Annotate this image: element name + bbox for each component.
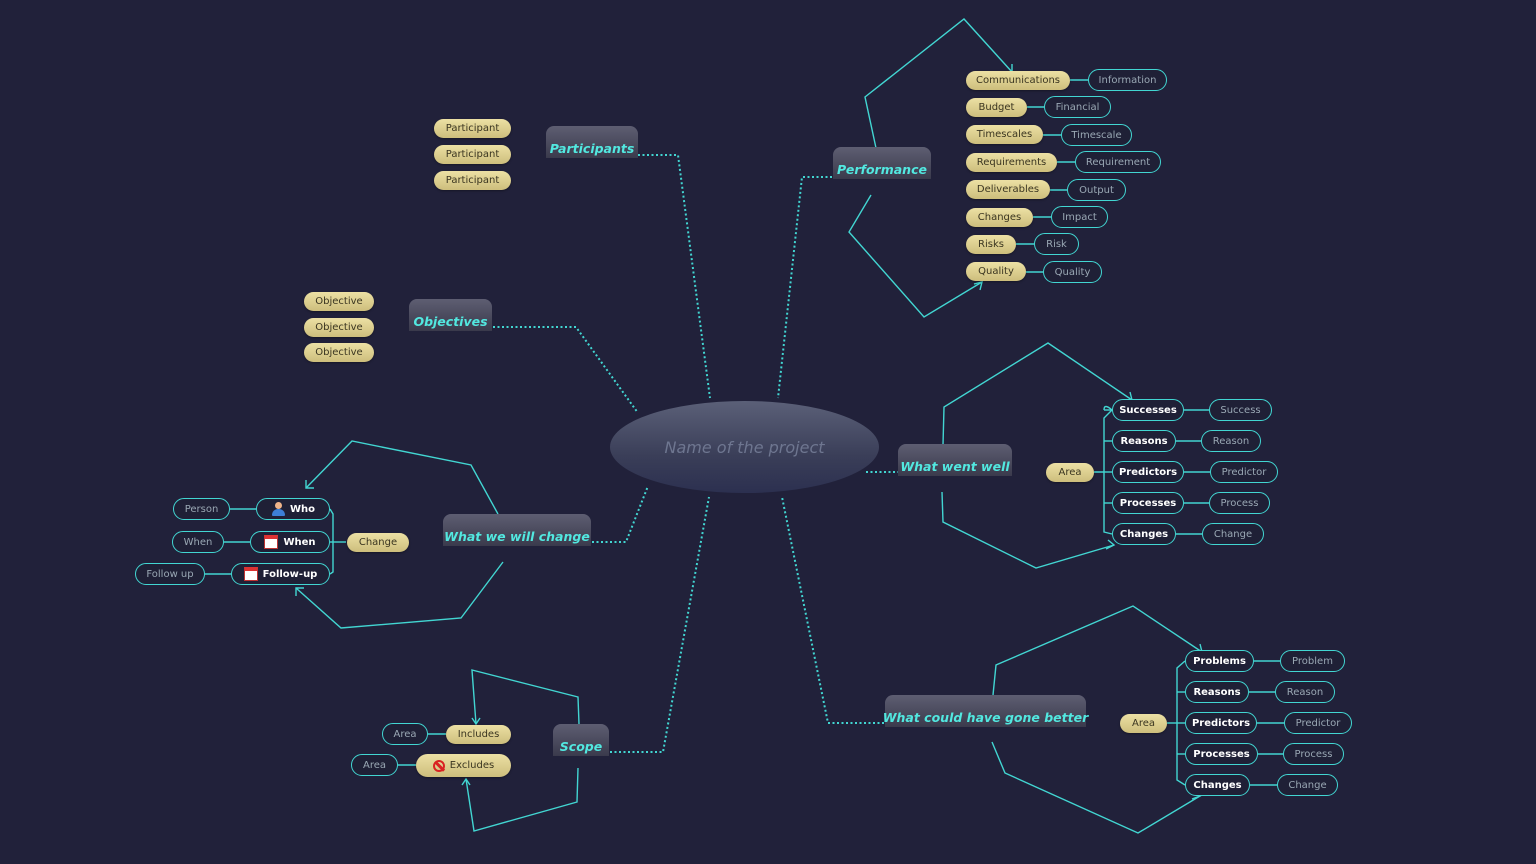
objective-pill[interactable]: Objective (304, 292, 374, 311)
performance-item[interactable]: Budget (966, 98, 1027, 117)
better-detail[interactable]: Problem (1280, 650, 1345, 672)
change-item-who[interactable]: Who (256, 498, 330, 520)
change-item-follow-up[interactable]: Follow-up (231, 563, 330, 585)
better-detail[interactable]: Change (1277, 774, 1338, 796)
loop-performance (864, 18, 1013, 149)
connector-scope (610, 496, 710, 753)
performance-item[interactable]: Changes (966, 208, 1033, 227)
performance-detail[interactable]: Impact (1051, 206, 1108, 228)
branch-performance[interactable]: Performance (833, 147, 931, 179)
better-detail[interactable]: Predictor (1284, 712, 1352, 734)
change-detail[interactable]: Follow up (135, 563, 205, 585)
better-item[interactable]: Reasons (1185, 681, 1249, 703)
participant-pill[interactable]: Participant (434, 171, 511, 190)
branch-what-went-well[interactable]: What went well (898, 444, 1012, 476)
participant-pill[interactable]: Participant (434, 119, 511, 138)
branch-scope[interactable]: Scope (553, 724, 609, 756)
participant-pill[interactable]: Participant (434, 145, 511, 164)
scope-includes-pill[interactable]: Includes (446, 725, 511, 744)
no-entry-icon (432, 759, 445, 772)
went-well-detail[interactable]: Success (1209, 399, 1272, 421)
performance-item[interactable]: Requirements (966, 153, 1057, 172)
change-item-label: When (283, 536, 316, 548)
performance-item[interactable]: Communications (966, 71, 1070, 90)
went-well-detail[interactable]: Reason (1201, 430, 1261, 452)
better-area-pill[interactable]: Area (1120, 714, 1167, 733)
branch-what-we-will-change[interactable]: What we will change (443, 514, 591, 546)
scope-excludes-pill[interactable]: Excludes (416, 754, 511, 777)
change-pill[interactable]: Change (347, 533, 409, 552)
connector-change (592, 485, 649, 543)
loop-better (992, 605, 1203, 696)
went-well-item[interactable]: Predictors (1112, 461, 1184, 483)
scope-detail[interactable]: Area (351, 754, 398, 776)
connector-participants (638, 154, 711, 399)
change-item-label: Follow-up (262, 568, 318, 580)
branch-participants[interactable]: Participants (546, 126, 638, 158)
performance-detail[interactable]: Financial (1044, 96, 1111, 118)
went-well-detail[interactable]: Change (1202, 523, 1264, 545)
scope-detail[interactable]: Area (382, 723, 428, 745)
performance-item[interactable]: Timescales (966, 125, 1043, 144)
better-item[interactable]: Predictors (1185, 712, 1257, 734)
change-item-when[interactable]: When (250, 531, 330, 553)
better-detail[interactable]: Reason (1275, 681, 1335, 703)
calendar-icon (243, 567, 258, 581)
went-well-item[interactable]: Processes (1112, 492, 1184, 514)
performance-detail[interactable]: Risk (1034, 233, 1079, 255)
went-well-item[interactable]: Successes (1112, 399, 1184, 421)
branch-objectives[interactable]: Objectives (409, 299, 492, 331)
better-item[interactable]: Problems (1185, 650, 1254, 672)
performance-item[interactable]: Quality (966, 262, 1026, 281)
change-detail[interactable]: Person (173, 498, 230, 520)
performance-item[interactable]: Deliverables (966, 180, 1050, 199)
performance-item[interactable]: Risks (966, 235, 1016, 254)
calendar-icon (264, 535, 279, 549)
scope-excludes-label: Excludes (449, 760, 495, 771)
performance-detail[interactable]: Output (1067, 179, 1126, 201)
better-item[interactable]: Changes (1185, 774, 1250, 796)
change-item-label: Who (289, 503, 316, 515)
connector-performance (777, 176, 832, 399)
performance-detail[interactable]: Requirement (1075, 151, 1161, 173)
connector-better (781, 496, 884, 724)
loop-went-well (942, 342, 1133, 446)
performance-detail[interactable]: Information (1088, 69, 1167, 91)
change-detail[interactable]: When (172, 531, 224, 553)
connector-objectives (493, 326, 639, 414)
went-well-area-pill[interactable]: Area (1046, 463, 1094, 482)
loop-change (305, 440, 499, 515)
loop-scope (471, 669, 580, 725)
better-item[interactable]: Processes (1185, 743, 1258, 765)
performance-detail[interactable]: Quality (1043, 261, 1102, 283)
objective-pill[interactable]: Objective (304, 343, 374, 362)
better-detail[interactable]: Process (1283, 743, 1344, 765)
performance-detail[interactable]: Timescale (1061, 124, 1132, 146)
objective-pill[interactable]: Objective (304, 318, 374, 337)
went-well-detail[interactable]: Process (1209, 492, 1270, 514)
central-topic[interactable]: Name of the project (610, 401, 879, 493)
went-well-detail[interactable]: Predictor (1210, 461, 1278, 483)
branch-what-could-have-gone-better[interactable]: What could have gone better (883, 695, 1088, 727)
went-well-item[interactable]: Reasons (1112, 430, 1176, 452)
person-icon (271, 502, 285, 516)
went-well-item[interactable]: Changes (1112, 523, 1176, 545)
